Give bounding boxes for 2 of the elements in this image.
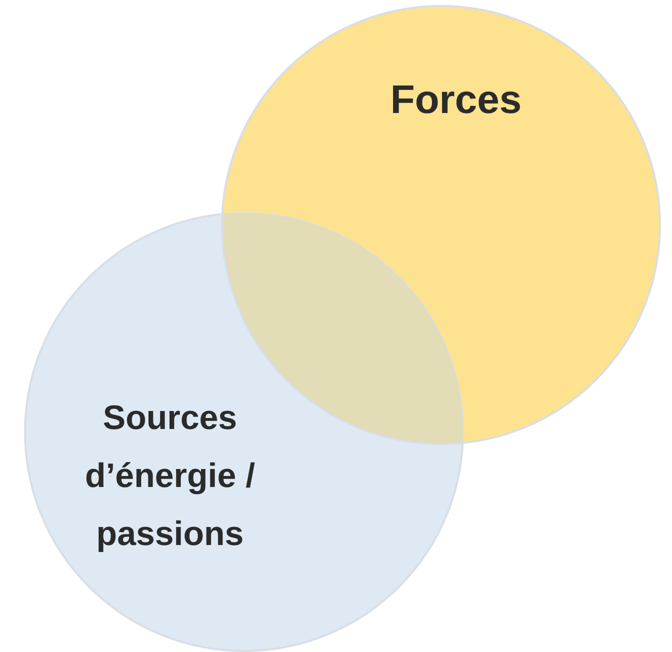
circle-label: Sources d’énergie / passions — [84, 398, 256, 555]
circle-label: Forces — [389, 77, 523, 124]
